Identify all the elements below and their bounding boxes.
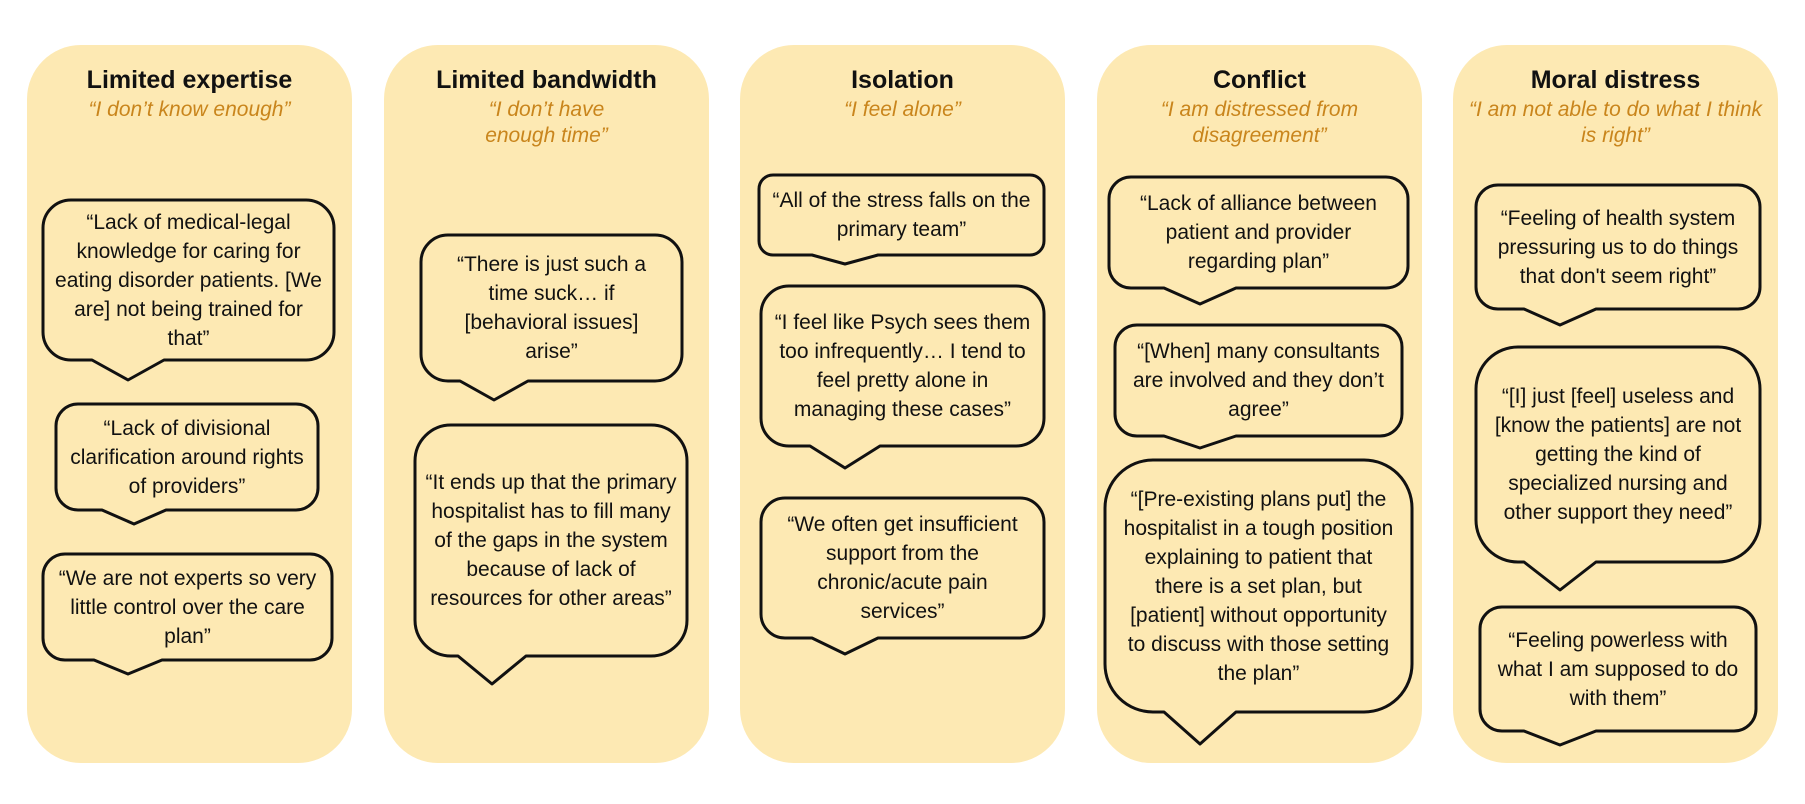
column-title: Isolation [851,66,954,94]
column-subtitle: “I am not able to do what I think is rig… [1469,98,1762,147]
column-subtitle: “I feel alone” [844,98,961,121]
quote-text: “Lack of divisional clarification around… [70,416,304,498]
quote-text: “[When] many consultants are involved an… [1132,340,1384,421]
quote-text: “Feeling powerless with what I am suppos… [1497,628,1739,710]
quote-text: “It ends up that the primary hospitalist… [425,471,677,610]
column-title: Limited expertise [86,66,293,94]
column-title: Conflict [1212,66,1307,94]
quote-text: “Lack of alliance between patient and pr… [1140,192,1377,273]
quote-text: “We often get insufficient support from … [787,513,1018,623]
quote-text: “Feeling of health system pressuring us … [1497,206,1739,288]
quote-text: “We are not experts so very little contr… [58,566,317,648]
quote-text: “All of the stress falls on the primary … [772,189,1031,241]
column-subtitle: “I don’t know enough” [88,98,291,121]
column-title: Limited bandwidth [436,66,657,94]
quote-text: “[Pre-existing plans put] the hospitalis… [1123,487,1394,685]
column-subtitle: “I am distressed from disagreement” [1160,98,1359,147]
quote-text: “[I] just [feel] useless and [know the p… [1494,385,1742,524]
quote-text: “Lack of medical-legal knowledge for car… [55,210,322,350]
quote-text: “There is just such a time suck… if [beh… [456,253,647,363]
quote-text: “I feel like Psych sees them too infrequ… [774,311,1031,421]
column-subtitle: “I don’t have enough time” [485,98,608,147]
column-title: Moral distress [1530,66,1701,94]
